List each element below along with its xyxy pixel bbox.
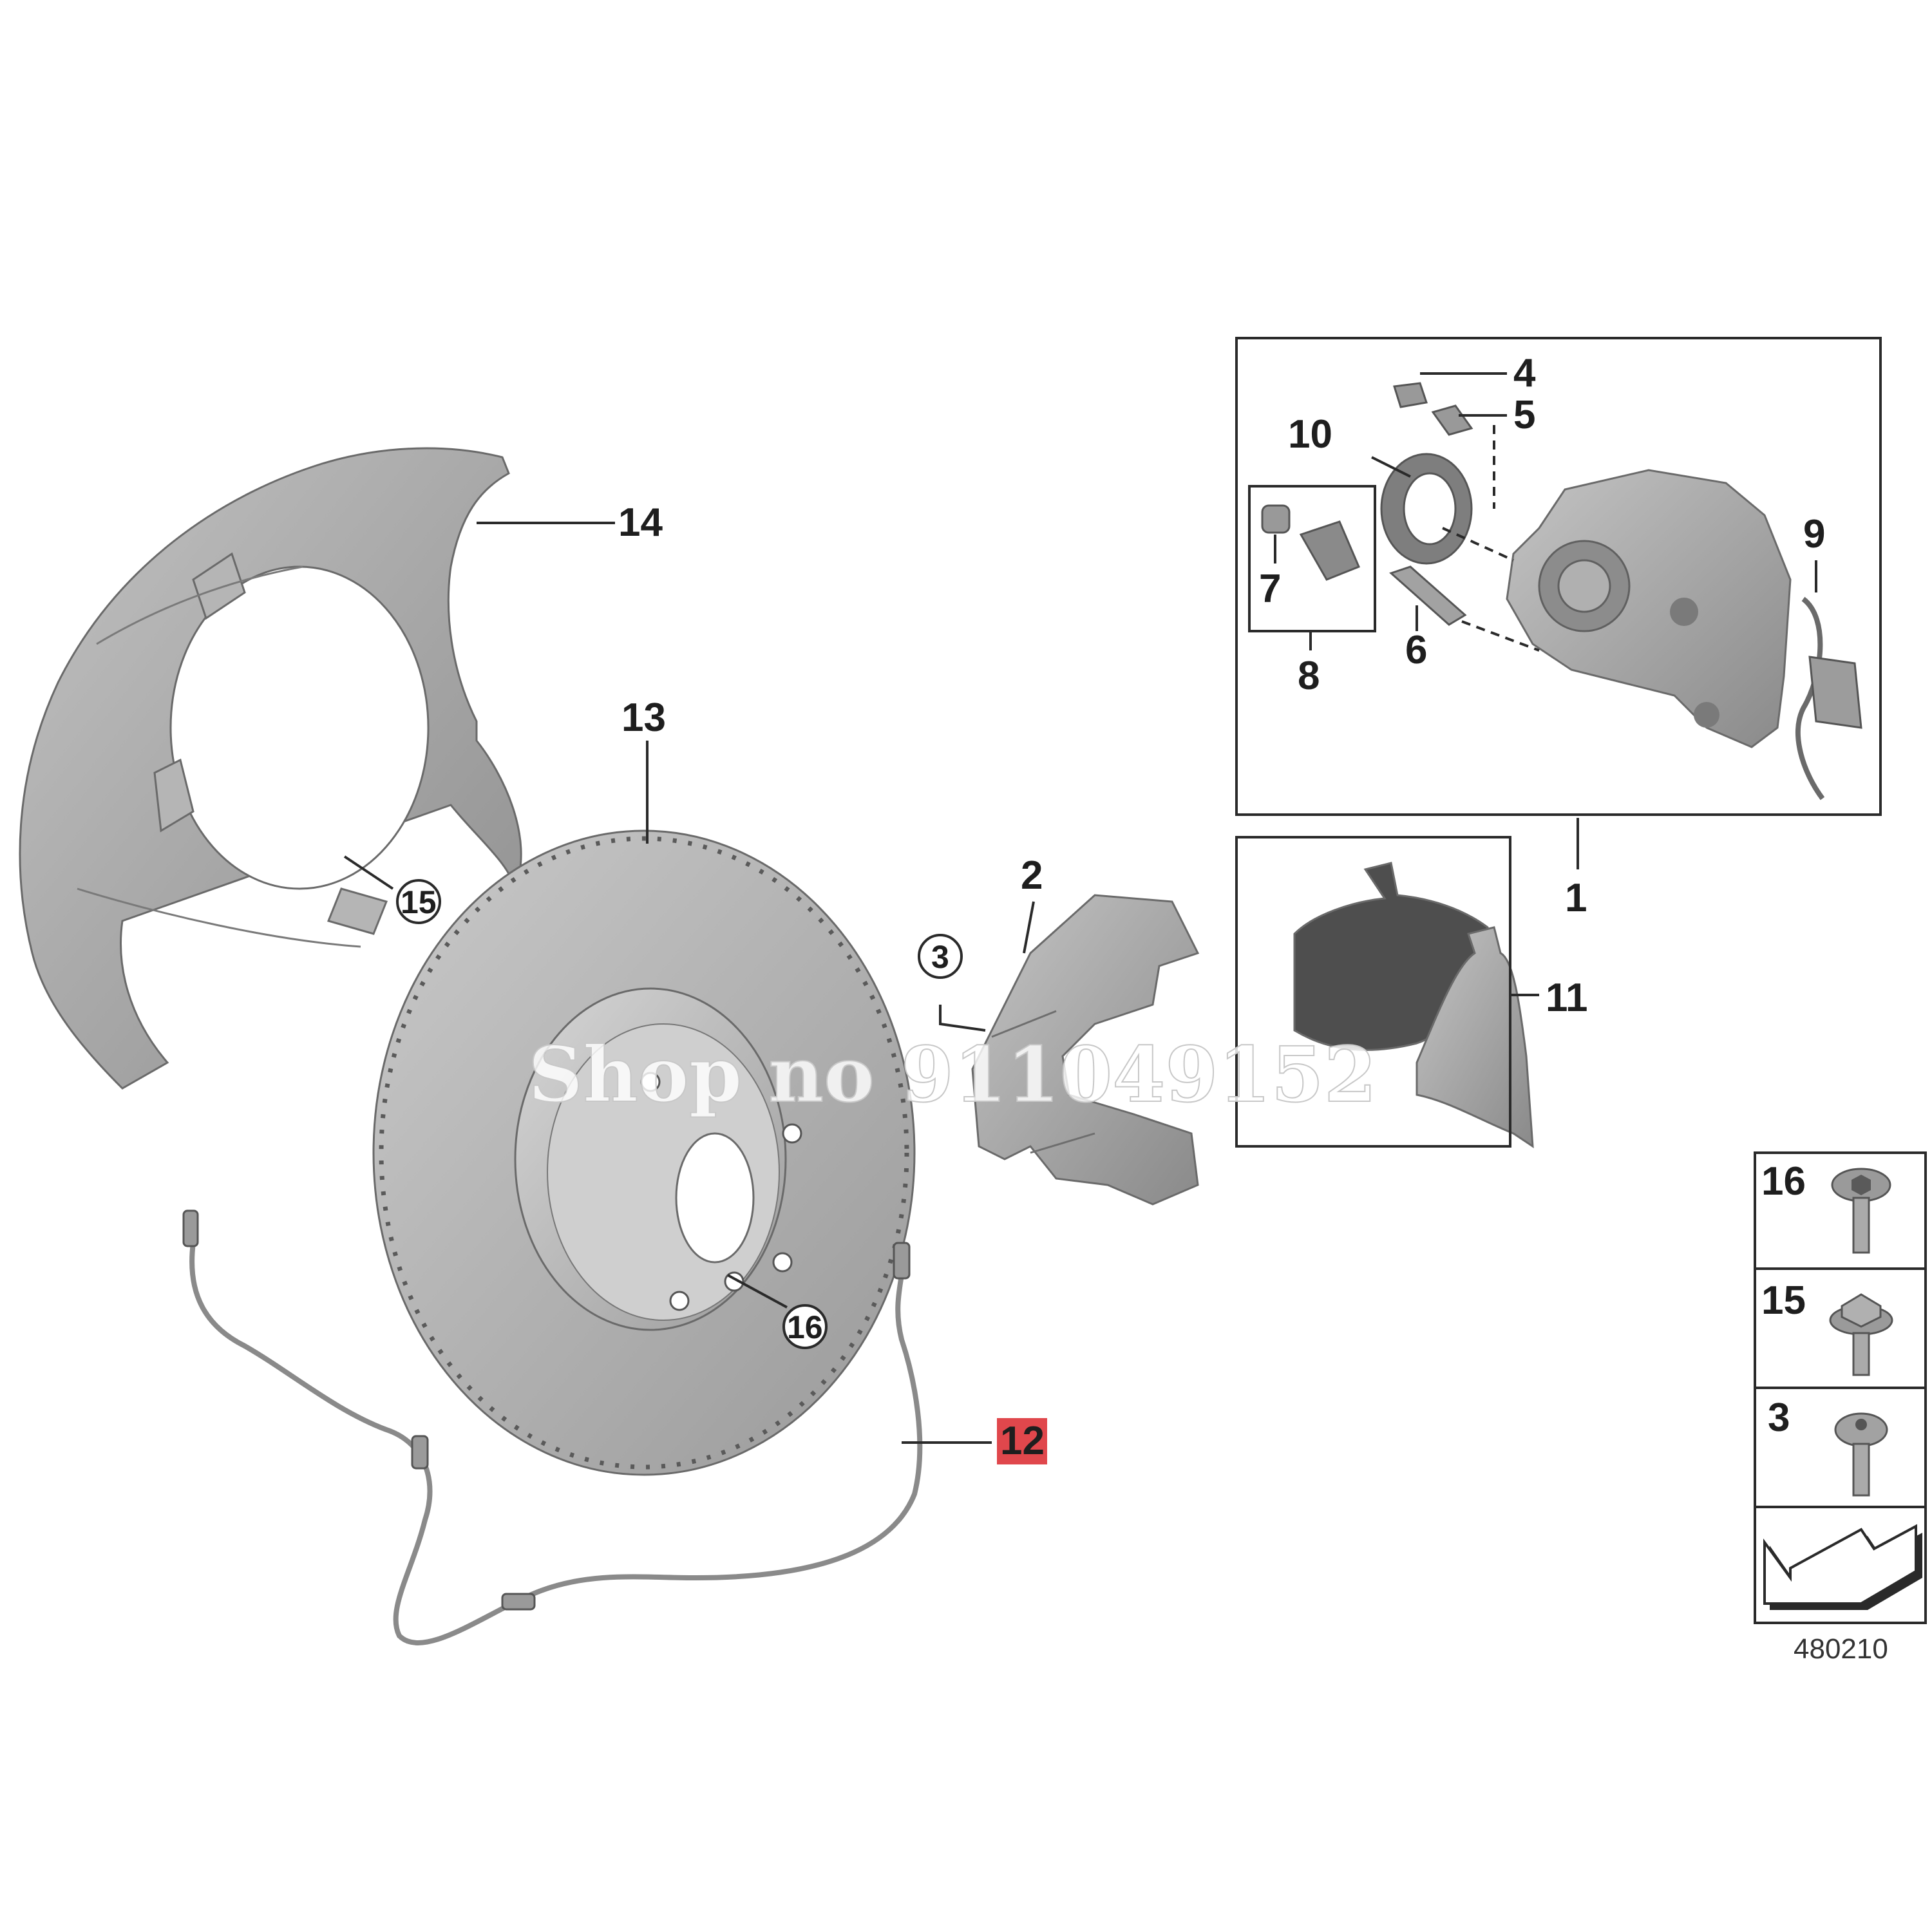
brake-caliper bbox=[1506, 469, 1792, 748]
diagram-number: 480210 bbox=[1794, 1633, 1888, 1665]
guide-bolt-kit-box bbox=[1248, 485, 1376, 632]
callout-2: 2 bbox=[1021, 853, 1043, 898]
flange-bolt-hex-socket-icon bbox=[1831, 1168, 1891, 1254]
brake-pad-set-box bbox=[1235, 836, 1511, 1148]
legend-number-16: 16 bbox=[1761, 1159, 1806, 1204]
callout-circle-3 bbox=[918, 934, 963, 979]
legend-number-3: 3 bbox=[1768, 1396, 1790, 1440]
highlight-part-12 bbox=[997, 1418, 1047, 1464]
brake-disc bbox=[372, 829, 916, 1476]
callout-7: 7 bbox=[1259, 567, 1281, 611]
callout-11: 11 bbox=[1546, 976, 1588, 1020]
brake-dust-shield bbox=[19, 447, 522, 1090]
caliper-carrier bbox=[971, 894, 1200, 1206]
callout-10: 10 bbox=[1288, 412, 1332, 457]
guide-bolt-kit-parts bbox=[1261, 382, 1473, 626]
callout-16: 16 bbox=[787, 1309, 823, 1345]
hex-flange-bolt-icon bbox=[1829, 1293, 1893, 1376]
callout-9: 9 bbox=[1803, 512, 1825, 556]
callout-6: 6 bbox=[1405, 628, 1427, 672]
orientation-arrow-icon bbox=[1763, 1524, 1922, 1610]
callout-1: 1 bbox=[1565, 876, 1587, 920]
caliper-piston-seal bbox=[1380, 453, 1473, 565]
callout-14: 14 bbox=[618, 500, 663, 545]
brake-pad-wear-sensor bbox=[182, 1209, 923, 1645]
caliper-spring-clip bbox=[1795, 596, 1862, 800]
callout-circle-16 bbox=[782, 1304, 828, 1349]
callout-8: 8 bbox=[1298, 654, 1320, 698]
callout-5: 5 bbox=[1513, 393, 1535, 437]
legend-number-15: 15 bbox=[1761, 1278, 1806, 1323]
brake-pads bbox=[1293, 862, 1534, 1148]
caliper-assembly-box bbox=[1235, 337, 1882, 816]
callout-13: 13 bbox=[621, 696, 666, 740]
callout-12: 12 bbox=[1000, 1419, 1045, 1463]
shop-watermark: Shop no 911049152 bbox=[528, 1030, 1377, 1119]
callout-4: 4 bbox=[1513, 351, 1536, 395]
torx-bolt-icon bbox=[1834, 1412, 1888, 1497]
callout-3: 3 bbox=[931, 939, 949, 975]
callout-circle-15 bbox=[396, 879, 441, 924]
fastener-legend: 16 15 3 bbox=[1754, 1151, 1927, 1624]
callout-15: 15 bbox=[401, 884, 437, 920]
leader-lines bbox=[343, 372, 1817, 1444]
